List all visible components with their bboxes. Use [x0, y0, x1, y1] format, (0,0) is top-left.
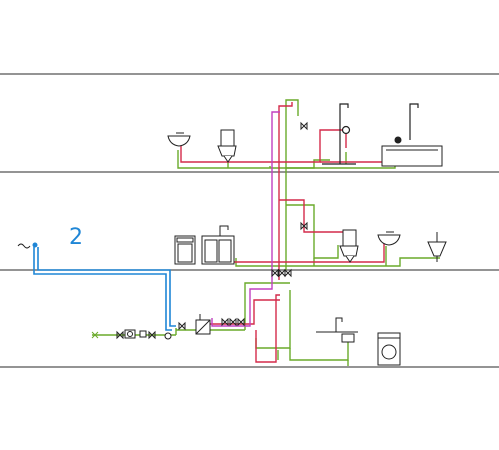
valve-icon[interactable]	[271, 268, 279, 278]
shower-icon[interactable]	[322, 103, 356, 165]
valve-icon[interactable]	[229, 317, 237, 327]
valve-icon[interactable]	[116, 330, 124, 340]
valve-icon[interactable]	[237, 317, 245, 327]
recirculation-pipe	[211, 111, 280, 327]
toilet-icon[interactable]	[217, 129, 237, 163]
valve-icon[interactable]	[300, 121, 308, 131]
valve-icon[interactable]	[300, 221, 308, 231]
valve-icon[interactable]	[284, 268, 292, 278]
riser-number-label: 2	[69, 225, 83, 250]
kitchen-sink-icon[interactable]	[201, 225, 235, 265]
water-heater-icon[interactable]	[195, 314, 211, 335]
valve-icon[interactable]	[178, 321, 186, 331]
toilet-icon[interactable]	[339, 229, 359, 263]
utility-sink-icon[interactable]	[316, 317, 358, 343]
valve-icon[interactable]	[278, 268, 286, 278]
bathtub-icon[interactable]	[381, 103, 443, 167]
water-meter-icon[interactable]	[91, 329, 172, 340]
dishwasher-icon[interactable]	[174, 235, 196, 265]
valve-icon[interactable]	[148, 330, 156, 340]
urinal-icon[interactable]	[427, 232, 447, 262]
washbasin-icon[interactable]	[167, 132, 191, 147]
valves	[116, 121, 308, 340]
cold-water-pipes	[92, 99, 440, 366]
valve-icon[interactable]	[221, 317, 229, 327]
washbasin-icon[interactable]	[377, 231, 401, 246]
inlet-pipe	[17, 242, 176, 331]
washing-machine-icon[interactable]	[377, 332, 401, 366]
